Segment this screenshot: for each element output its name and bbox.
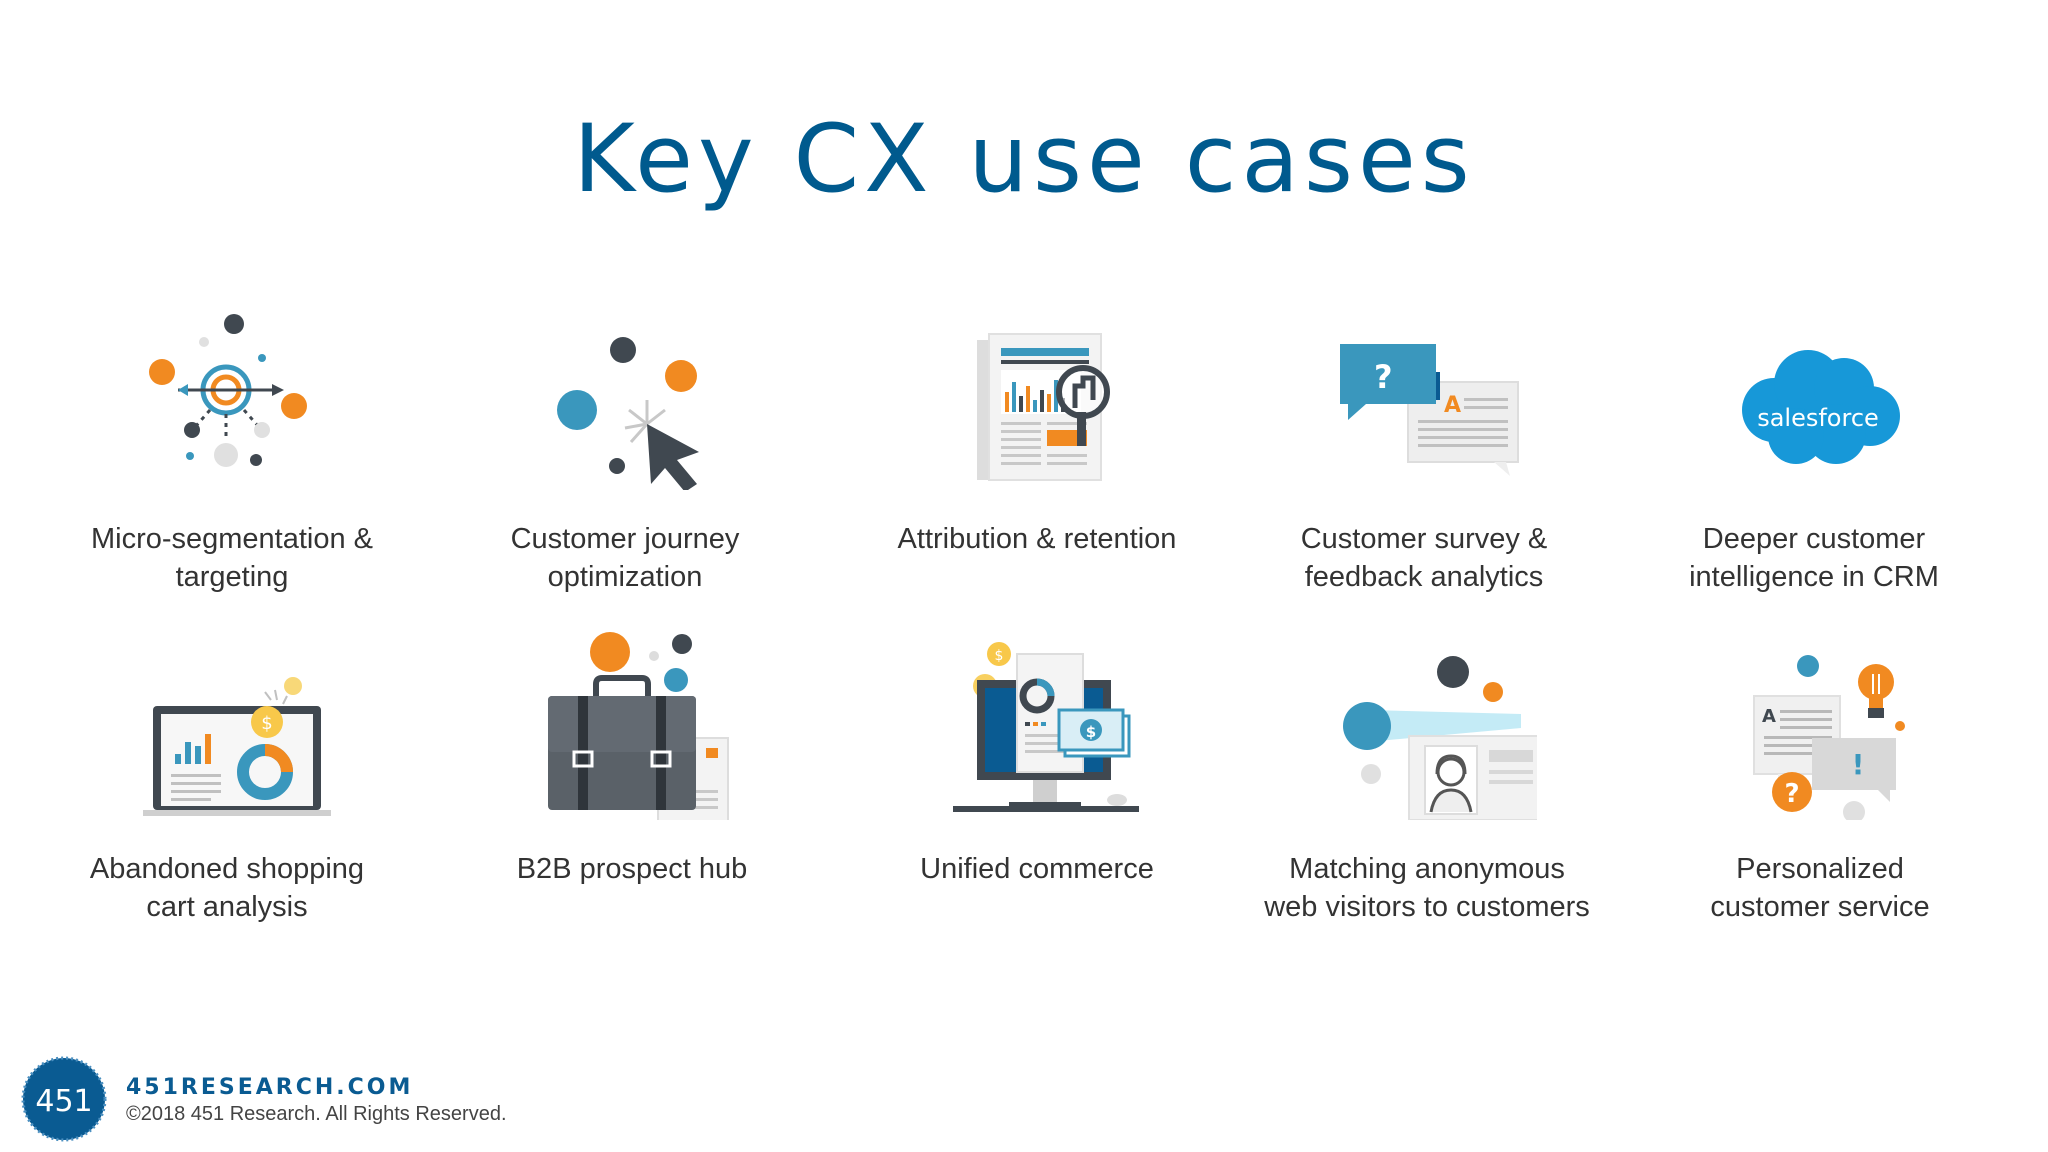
use-case-label: B2B prospect hub: [516, 853, 748, 885]
use-case-label: Attribution & retention: [897, 523, 1177, 555]
use-case-card: B2B prospect hub: [432, 630, 832, 888]
svg-text:$: $: [1086, 723, 1096, 741]
salesforce-logo-text: salesforce: [1757, 404, 1879, 432]
laptop-analytics-icon: $: [143, 677, 331, 816]
use-case-card: Customer journey optimization: [425, 300, 825, 596]
use-case-label: Customer survey & feedback analytics: [1300, 523, 1548, 593]
svg-text:A: A: [1762, 706, 1776, 727]
use-case-label: Unified commerce: [920, 853, 1154, 885]
use-case-label: Customer journey optimization: [510, 523, 740, 593]
briefcase-icon: [548, 632, 729, 820]
footer-copyright: ©2018 451 Research. All Rights Reserved.: [126, 1103, 507, 1125]
footer-website: 451RESEARCH.COM: [126, 1075, 414, 1100]
svg-text:?: ?: [1374, 358, 1393, 396]
use-case-label: Matching anonymous web visitors to custo…: [1264, 853, 1590, 923]
report-magnifier-icon: [977, 333, 1110, 481]
use-case-card: Micro-segmentation & targeting: [32, 300, 432, 596]
use-case-label: Deeper customer intelligence in CRM: [1689, 523, 1939, 593]
use-case-card: Attribution & retention: [837, 300, 1237, 558]
salesforce-cloud-icon: salesforce: [1742, 350, 1900, 464]
visitor-profile-icon: [1343, 656, 1537, 820]
use-case-card: $ Abandoned shopping cart analysis: [27, 630, 427, 926]
use-case-card: Matching anonymous web visitors to custo…: [1227, 630, 1627, 926]
use-case-card: A ? Customer survey & feedback analytics: [1224, 300, 1624, 596]
use-case-card: A ! ? Personalized customer service: [1620, 630, 2020, 926]
speech-bubbles-icon: A ?: [1340, 344, 1519, 476]
monitor-commerce-icon: $ $: [953, 642, 1139, 812]
svg-text:?: ?: [1784, 779, 1799, 809]
use-case-card: salesforce Deeper customer intelligence …: [1614, 300, 2014, 596]
slide-title: Key CX use cases: [573, 105, 1475, 214]
logo-text: 451: [35, 1084, 92, 1119]
target-arrow-icon: [149, 314, 307, 467]
svg-text:!: !: [1852, 748, 1865, 781]
use-case-label: Micro-segmentation & targeting: [90, 523, 374, 593]
service-bubbles-icon: A ! ?: [1753, 655, 1905, 820]
svg-text:A: A: [1444, 393, 1461, 418]
cursor-click-icon: [557, 337, 699, 490]
use-case-card: $ $ Unified commerce: [837, 630, 1237, 888]
451-research-logo: 451: [21, 1056, 107, 1142]
svg-text:$: $: [995, 648, 1004, 664]
svg-text:$: $: [261, 713, 272, 734]
use-case-label: Personalized customer service: [1710, 853, 1930, 923]
use-case-label: Abandoned shopping cart analysis: [89, 853, 365, 923]
